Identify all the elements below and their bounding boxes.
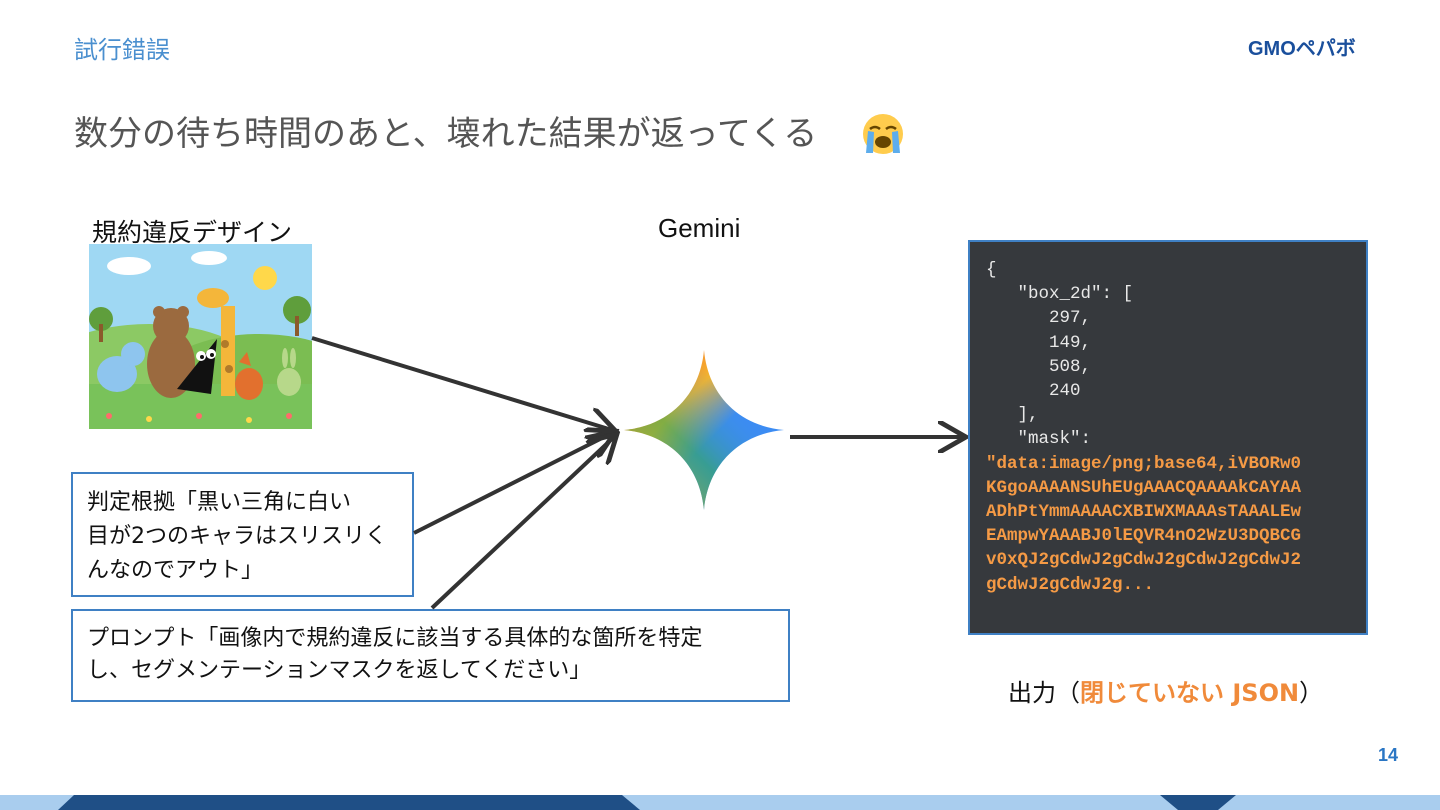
prompt-box: プロンプト「画像内で規約違反に該当する具体的な箇所を特定 し、セグメンテーション… — [71, 609, 790, 702]
output-caption: 出力（閉じていない JSON） — [1008, 673, 1323, 708]
prompt-line: プロンプト「画像内で規約違反に該当する具体的な箇所を特定 — [87, 626, 703, 651]
prompt-line: し、セグメンテーションマスクを返してください」 — [87, 658, 592, 683]
reason-line: 目が2つのキャラはスリスリく — [87, 524, 387, 549]
code-line: { — [986, 260, 997, 280]
mask-data-line: ADhPtYmmAAAACXBIWXMAAAsTAAALEw — [986, 502, 1302, 523]
caption-suffix: ） — [1299, 679, 1324, 707]
mask-data-line: gCdwJ2gCdwJ2g... — [986, 574, 1155, 595]
arrow-design-to-gemini — [311, 336, 612, 430]
code-line: 149, — [986, 332, 1092, 353]
mask-data-line: "data:image/png;base64,iVBORw0 — [986, 453, 1302, 474]
code-line: ], — [986, 405, 1039, 426]
reason-line: んなのでアウト」 — [87, 558, 264, 583]
arrow-reason-to-gemini — [413, 433, 612, 535]
caption-accent: 閉じていない JSON — [1080, 679, 1300, 707]
footer-bar — [0, 795, 1440, 810]
code-line: "box_2d": [ — [986, 284, 1134, 305]
code-line: "mask": — [986, 429, 1092, 450]
model-label: Gemini — [658, 213, 741, 243]
mask-data-line: KGgoAAAANSUhEUgAAACQAAAAkCAYAA — [986, 477, 1302, 498]
code-line: 508, — [986, 356, 1092, 377]
code-line: 297, — [986, 308, 1092, 329]
logo-text: GMOペパボ — [1248, 38, 1356, 58]
company-logo: GMOペパボ — [1248, 38, 1356, 58]
section-title: 試行錯誤 — [74, 36, 170, 64]
slide-title: 数分の待ち時間のあと、壊れた結果が返ってくる — [74, 114, 818, 154]
arrow-prompt-to-gemini — [430, 437, 614, 610]
input-design-label: 規約違反デザイン — [92, 218, 293, 247]
caption-prefix: 出力（ — [1008, 679, 1080, 707]
gemini-logo-icon — [624, 350, 784, 510]
code-line: 240 — [986, 381, 1081, 402]
page-number: 14 — [1378, 745, 1399, 765]
json-output-panel: { "box_2d": [ 297, 149, 508, 240 ], "mas… — [968, 240, 1368, 635]
loudly-crying-face-icon — [863, 114, 903, 154]
mask-data-line: EAmpwYAAABJ0lEQVR4nO2WzU3DQBCG — [986, 526, 1302, 547]
mask-data-line: v0xQJ2gCdwJ2gCdwJ2gCdwJ2gCdwJ2 — [986, 550, 1302, 571]
judgement-reason-box: 判定根拠「黒い三角に白い 目が2つのキャラはスリスリく んなのでアウト」 — [71, 472, 414, 597]
reason-line: 判定根拠「黒い三角に白い — [87, 490, 352, 515]
violating-design-illustration — [89, 244, 312, 429]
